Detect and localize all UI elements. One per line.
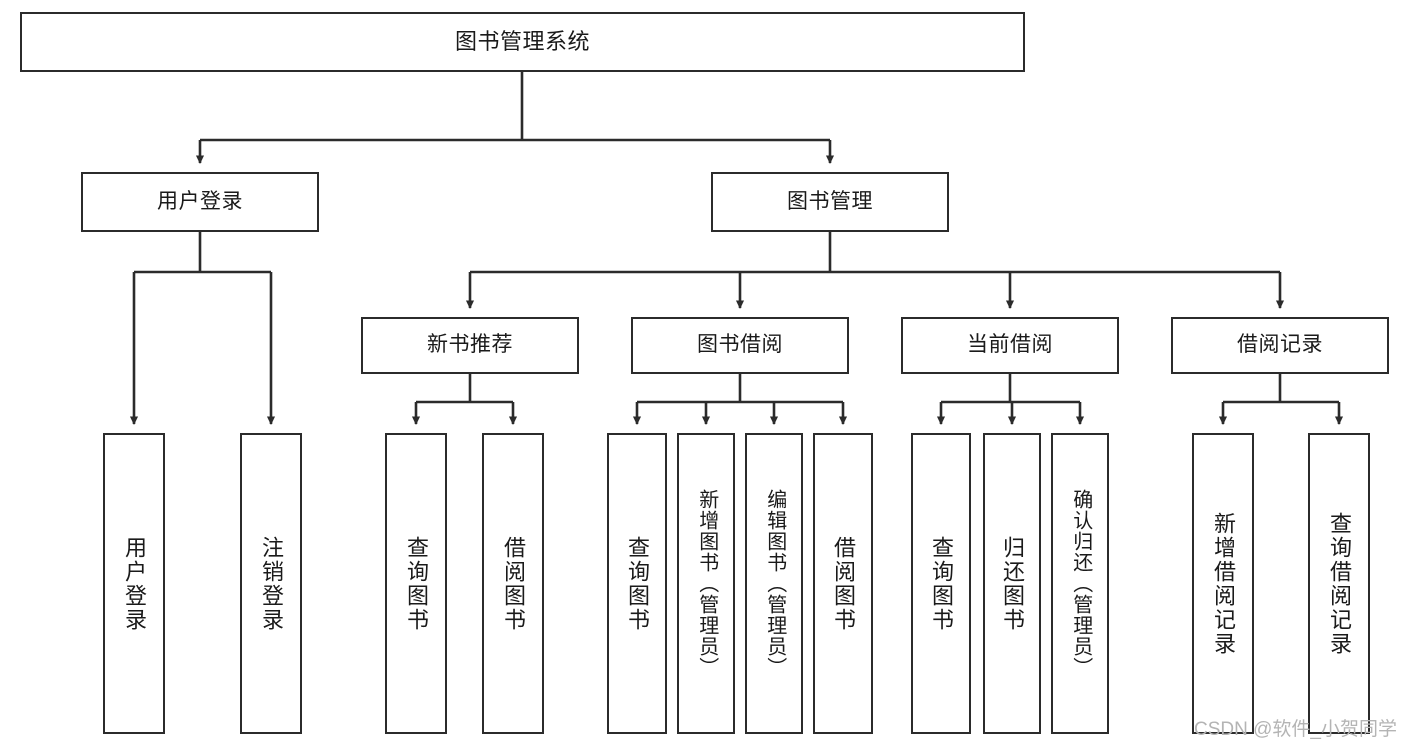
node-current-borrow-label: 当前借阅 bbox=[967, 333, 1053, 357]
node-leaf-query-book-cur[interactable]: 查询图书 bbox=[911, 433, 971, 734]
node-leaf-edit-book[interactable]: 编辑图书（管理员） bbox=[745, 433, 803, 734]
node-leaf-add-record-label: 新增借阅记录 bbox=[1210, 511, 1236, 656]
node-leaf-add-book-label: 新增图书（管理员） bbox=[695, 489, 718, 678]
node-book-borrow[interactable]: 图书借阅 bbox=[631, 317, 849, 374]
node-leaf-borrow-book-rec-label: 借阅图书 bbox=[500, 535, 526, 632]
node-current-borrow[interactable]: 当前借阅 bbox=[901, 317, 1119, 374]
node-leaf-query-book-bor[interactable]: 查询图书 bbox=[607, 433, 667, 734]
node-book-manage-label: 图书管理 bbox=[787, 189, 873, 213]
node-leaf-user-logout[interactable]: 注销登录 bbox=[240, 433, 302, 734]
node-leaf-add-record[interactable]: 新增借阅记录 bbox=[1192, 433, 1254, 734]
node-user-login-label: 用户登录 bbox=[157, 189, 243, 213]
node-new-book-rec-label: 新书推荐 bbox=[427, 333, 513, 357]
node-leaf-user-login-label: 用户登录 bbox=[121, 535, 147, 632]
node-leaf-confirm-return[interactable]: 确认归还（管理员） bbox=[1051, 433, 1109, 734]
node-borrow-record[interactable]: 借阅记录 bbox=[1171, 317, 1389, 374]
node-leaf-borrow-book-bor-label: 借阅图书 bbox=[830, 535, 856, 632]
node-leaf-borrow-book-rec[interactable]: 借阅图书 bbox=[482, 433, 544, 734]
node-leaf-edit-book-label: 编辑图书（管理员） bbox=[763, 489, 786, 678]
node-leaf-query-record-label: 查询借阅记录 bbox=[1326, 511, 1352, 656]
watermark: CSDN @软件_小贺同学 bbox=[1194, 719, 1397, 740]
node-new-book-rec[interactable]: 新书推荐 bbox=[361, 317, 579, 374]
node-leaf-query-book-bor-label: 查询图书 bbox=[624, 535, 650, 632]
node-leaf-query-record[interactable]: 查询借阅记录 bbox=[1308, 433, 1370, 734]
node-borrow-record-label: 借阅记录 bbox=[1237, 333, 1323, 357]
node-leaf-user-login[interactable]: 用户登录 bbox=[103, 433, 165, 734]
node-root-label: 图书管理系统 bbox=[454, 29, 590, 55]
node-leaf-add-book[interactable]: 新增图书（管理员） bbox=[677, 433, 735, 734]
node-book-borrow-label: 图书借阅 bbox=[697, 333, 783, 357]
node-leaf-query-book-cur-label: 查询图书 bbox=[928, 535, 954, 632]
node-root[interactable]: 图书管理系统 bbox=[20, 12, 1025, 72]
node-leaf-user-logout-label: 注销登录 bbox=[258, 535, 284, 632]
node-leaf-query-book-rec-label: 查询图书 bbox=[403, 535, 429, 632]
node-user-login[interactable]: 用户登录 bbox=[81, 172, 319, 232]
node-book-manage[interactable]: 图书管理 bbox=[711, 172, 949, 232]
node-leaf-borrow-book-bor[interactable]: 借阅图书 bbox=[813, 433, 873, 734]
node-leaf-return-book[interactable]: 归还图书 bbox=[983, 433, 1041, 734]
node-leaf-query-book-rec[interactable]: 查询图书 bbox=[385, 433, 447, 734]
node-leaf-confirm-return-label: 确认归还（管理员） bbox=[1069, 489, 1092, 678]
node-leaf-return-book-label: 归还图书 bbox=[999, 535, 1025, 632]
